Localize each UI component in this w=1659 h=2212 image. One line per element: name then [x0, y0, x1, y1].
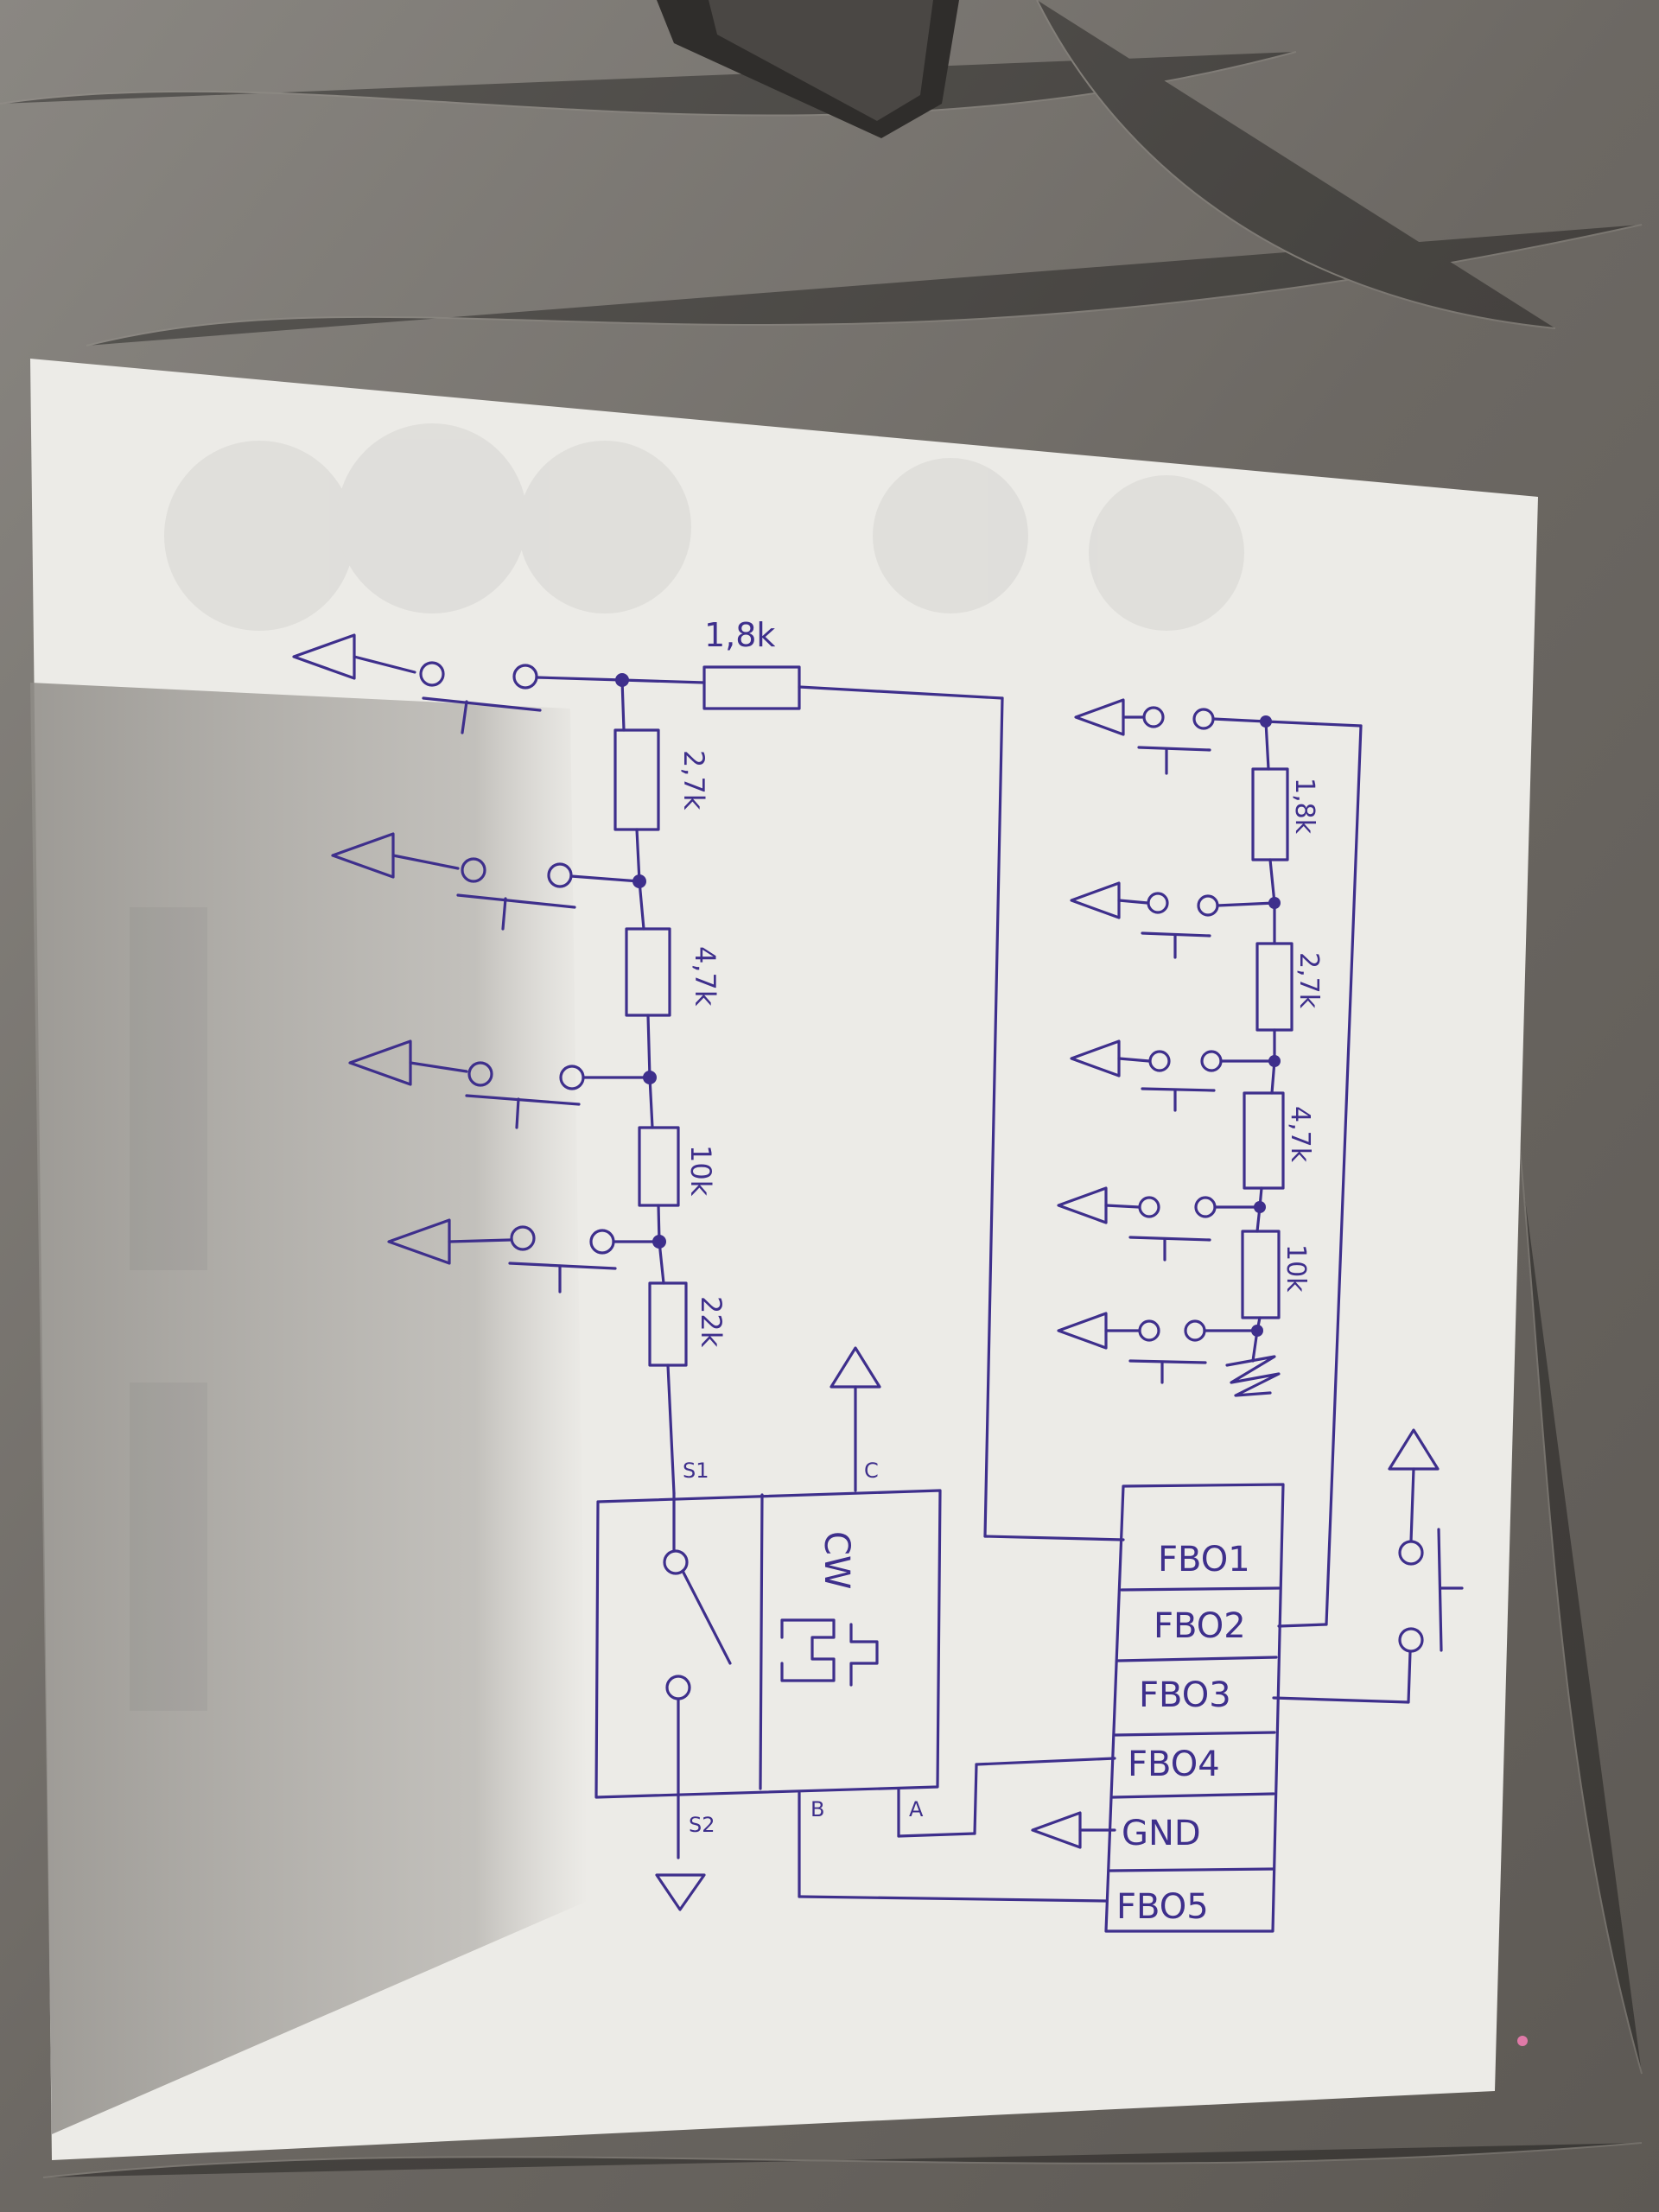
resistor-label: 10k	[1281, 1244, 1311, 1293]
table-scratches	[0, 0, 1643, 2178]
ground-symbol	[348, 1039, 468, 1086]
encoder-label: CW	[817, 1531, 856, 1589]
connector-pin-fbo2: FBO2	[1154, 1606, 1246, 1646]
pushbutton-switch	[508, 1225, 617, 1294]
pin-label-b: B	[810, 1797, 824, 1821]
schematic: 1,8k 2,7k 4,7k	[292, 616, 1464, 1933]
resistor-10k-left: 10k	[638, 1126, 717, 1207]
ground-symbol	[331, 832, 460, 879]
pin-label-s2: S2	[689, 1813, 715, 1837]
ground-symbol	[1031, 1811, 1116, 1849]
connector-block: FBO1 FBO2 FBO3 FBO4 GND FBO5	[1104, 1483, 1285, 1933]
resistor-label: 1,8k	[704, 616, 775, 654]
pink-speck	[1517, 2036, 1528, 2046]
resistor-label: 2,7k	[677, 750, 710, 810]
pushbutton-switch	[465, 1061, 585, 1129]
connector-pin-fbo4: FBO4	[1128, 1745, 1220, 1784]
connector-pin-fbo5: FBO5	[1116, 1887, 1209, 1927]
reverse-print	[130, 423, 1244, 1711]
resistor-4-7k-right: 4,7k	[1243, 1091, 1315, 1190]
pushbutton-switch	[1141, 1050, 1223, 1112]
resistor-label: 4,7k	[689, 946, 721, 1007]
resistor-label: 22k	[695, 1296, 728, 1348]
resistor-label: 1,8k	[1289, 778, 1319, 835]
pin-label-a: A	[909, 1797, 924, 1821]
connector-pin-fbo1: FBO1	[1158, 1540, 1250, 1580]
ground-symbol	[1070, 881, 1149, 919]
pushbutton-switch	[1141, 892, 1219, 959]
resistor-2-7k-right: 2,7k	[1255, 942, 1324, 1032]
ground-symbol	[1057, 1186, 1141, 1224]
ground-symbol	[387, 1218, 512, 1265]
pin-label-c: C	[864, 1459, 879, 1483]
scribble-mark	[1225, 1329, 1281, 1397]
connector-pin-gnd: GND	[1122, 1814, 1201, 1853]
ground-symbol	[292, 633, 416, 680]
ground-symbol	[1388, 1428, 1440, 1471]
ground-symbol	[1070, 1039, 1151, 1077]
resistor-label: 2,7k	[1294, 952, 1324, 1009]
ground-symbol	[1057, 1312, 1141, 1350]
pin-label-s1: S1	[683, 1459, 709, 1483]
dark-object-face	[709, 0, 933, 121]
pushbutton-switch	[456, 857, 576, 931]
resistor-label: 4,7k	[1285, 1106, 1315, 1163]
pushbutton-switch	[1398, 1528, 1464, 1653]
paper-shadow	[30, 683, 588, 2134]
ground-symbol	[1074, 698, 1144, 736]
resistor-1-8k: 1,8k	[702, 616, 801, 710]
resistor-2-7k-left: 2,7k	[613, 728, 710, 831]
ground-symbol	[655, 1873, 706, 1911]
resistor-label: 10k	[684, 1145, 717, 1197]
rotary-encoder: S1 S2 CW C A B	[594, 1385, 1108, 1903]
connector-pin-fbo3: FBO3	[1139, 1675, 1231, 1715]
ground-symbol	[830, 1346, 881, 1389]
